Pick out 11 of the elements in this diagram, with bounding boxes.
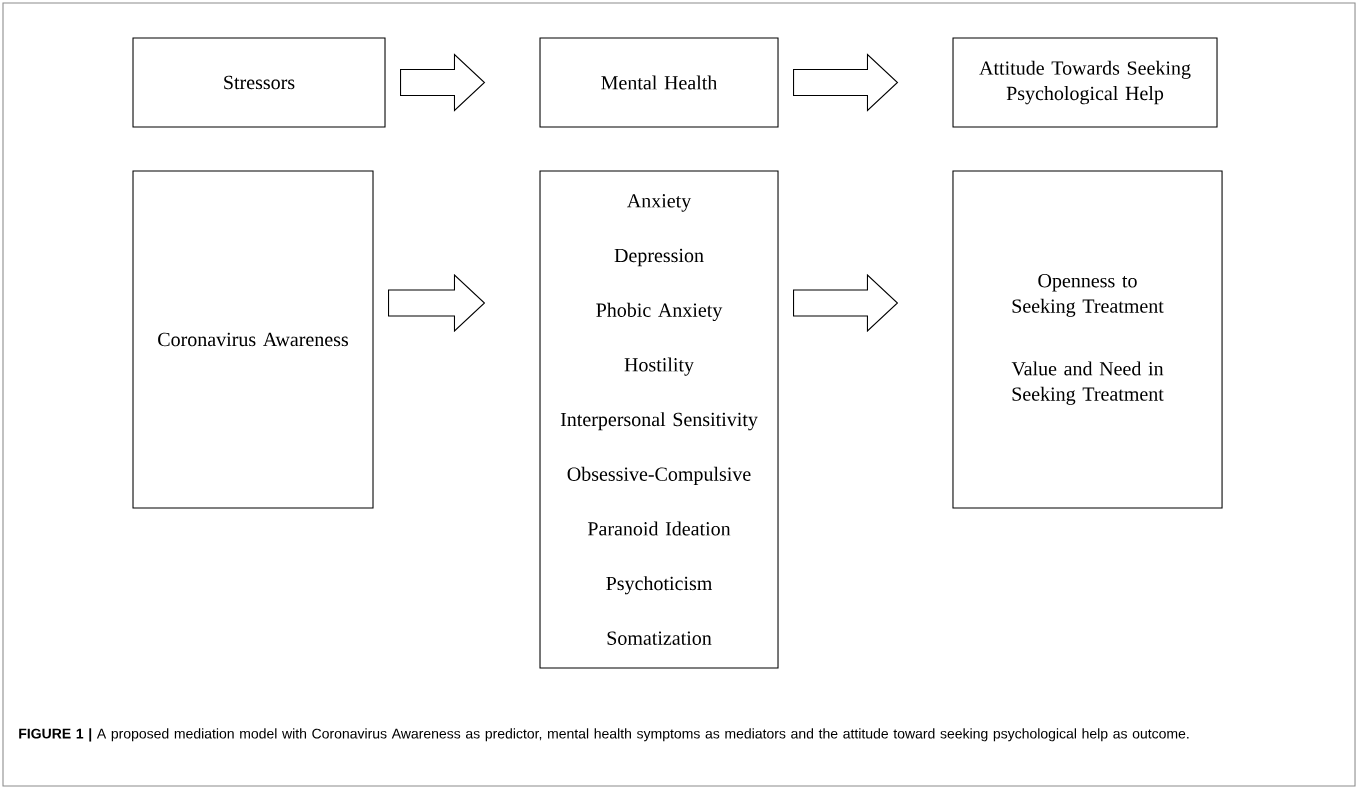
- text-box: Attitude Towards Seeking Psychological Help: [952, 37, 1218, 128]
- block-arrow: [388, 273, 486, 333]
- block-arrow: [793, 53, 899, 112]
- block-arrow: [400, 53, 486, 112]
- text-box: Coronavirus Awareness: [132, 170, 374, 509]
- block-arrow: [793, 273, 899, 333]
- text-box: Anxiety Depression Phobic Anxiety Hostility Interpersonal Sensitivity Obsessive-Compulsive Paranoid Ideation Psychoticism Somatization: [539, 170, 779, 669]
- text-box: Mental Health: [539, 37, 779, 128]
- text-box: Stressors: [132, 37, 386, 128]
- text-box: Openness to Seeking Treatment Value and Need in Seeking Treatment: [952, 170, 1223, 509]
- figure-caption: FIGURE 1 | A proposed mediation model with Coronavirus Awareness as predictor, mental health symptoms as mediators and the attitude toward seeking psychological help as outcome.: [19, 728, 1189, 742]
